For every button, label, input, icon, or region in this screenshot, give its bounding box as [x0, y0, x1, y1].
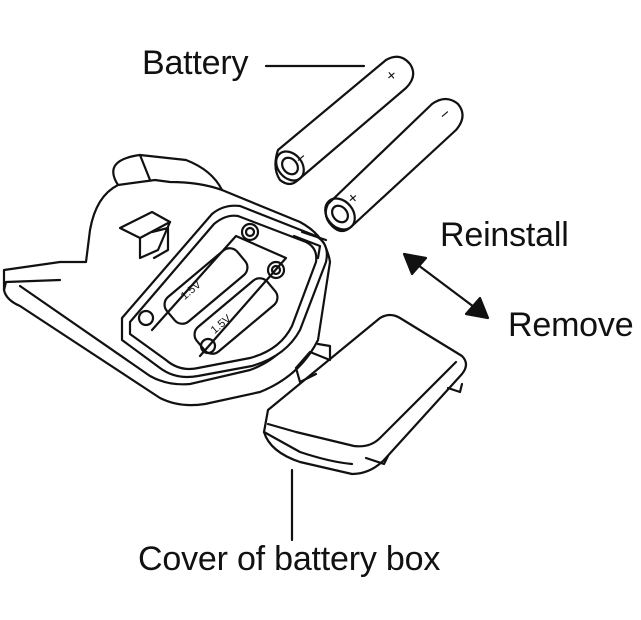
battery-cover — [262, 313, 468, 476]
reinstall-label: Reinstall — [440, 216, 569, 254]
battery-two — [324, 97, 464, 233]
battery-label: Battery — [142, 44, 249, 82]
battery-compartment — [120, 204, 328, 379]
battery-one — [274, 55, 415, 186]
remove-label: Remove — [508, 306, 634, 344]
bidirectional-arrow-icon — [402, 252, 490, 320]
cover-label: Cover of battery box — [138, 540, 441, 578]
